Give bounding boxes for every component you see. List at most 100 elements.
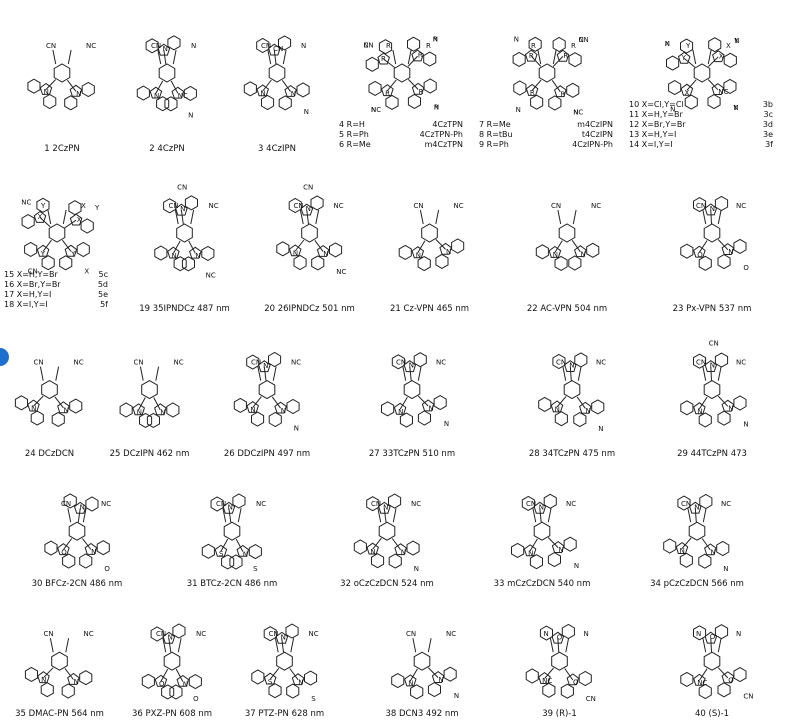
pyrrole-ring [693, 673, 706, 686]
scroll-indicator[interactable] [0, 348, 9, 366]
benzo-ring [714, 624, 729, 640]
atom-label: N [154, 92, 159, 100]
atom-label: CN [696, 359, 706, 367]
atom-label: NC [74, 359, 84, 367]
pyrrole-ring [439, 242, 452, 255]
benzo-ring [229, 554, 243, 570]
atom-label: CN [261, 42, 271, 50]
benzo-ring [69, 398, 83, 414]
pyrrole-ring [554, 85, 567, 98]
benzo-ring [381, 401, 395, 417]
compound-caption: 34 pCzCzDCN 566 nm [650, 579, 744, 589]
atom-label: N [44, 88, 49, 96]
benzo-ring [693, 197, 707, 213]
bond [64, 219, 77, 229]
benzo-ring [554, 411, 568, 427]
benzo-ring [542, 682, 556, 698]
bond [529, 538, 538, 552]
benzo-ring [166, 402, 180, 418]
compound-caption: 28 34TCzPN 475 nm [528, 449, 616, 459]
central-ring [538, 63, 556, 83]
benzo-ring [278, 35, 292, 51]
atom-label: CN [526, 500, 536, 508]
bond [708, 56, 719, 67]
benzo-ring [406, 540, 420, 556]
benzo-ring [139, 412, 153, 428]
cyano-bond [427, 638, 432, 653]
benzo-ring [251, 669, 265, 685]
benzo-ring [81, 81, 95, 98]
pyrrole-ring [67, 672, 80, 685]
benzo-ring [79, 553, 93, 569]
bond [391, 538, 402, 551]
pyrrole-ring [57, 543, 70, 556]
cyano-bond [62, 209, 67, 225]
benzo-ring [591, 399, 605, 415]
benzo-ring [568, 52, 582, 68]
benzo-ring [14, 395, 28, 411]
cyano-bond [537, 49, 542, 65]
benzo-ring [723, 78, 737, 94]
atom-label: S [253, 565, 258, 573]
compound-caption: 38 DCN3 492 nm [385, 709, 459, 719]
benzo-ring [521, 495, 535, 511]
atom-label: R [419, 88, 424, 96]
benzo-ring [512, 51, 526, 67]
atom-label: Y [40, 202, 46, 210]
pyrrole-ring [680, 83, 694, 96]
benzo-ring [366, 496, 380, 512]
pyrrole-ring [574, 245, 587, 258]
benzo-ring [530, 94, 544, 110]
bond [544, 667, 554, 679]
benzo-ring [293, 254, 307, 271]
cyano-bond [692, 49, 697, 65]
key-definition: 18 X=I,Y=I [4, 300, 48, 309]
pyrrole-ring [246, 400, 259, 413]
atom-label: CN [586, 695, 596, 703]
key-alias: 3f [765, 140, 773, 149]
benzo-ring [263, 626, 277, 642]
bond [64, 668, 74, 680]
key-definition: 13 X=H,Y=I [629, 130, 677, 139]
bond [383, 508, 387, 523]
atom-label: R [561, 90, 566, 98]
compound-caption: 22 AC-VPN 504 nm [526, 304, 608, 314]
benzo-ring [684, 94, 698, 110]
central-ring [403, 380, 421, 400]
benzo-ring [417, 410, 431, 426]
benzo-ring [552, 353, 566, 370]
benzo-ring [311, 255, 325, 271]
atom-label: N [195, 252, 200, 260]
benzo-ring [296, 82, 310, 98]
benzo-ring [248, 544, 262, 560]
cyano-bond [577, 366, 582, 381]
pyrrole-ring [132, 403, 145, 416]
atom-label: CN [696, 202, 706, 210]
atom-label: N [728, 248, 733, 256]
bond [82, 538, 92, 550]
benzo-ring [698, 553, 712, 569]
atom-label: NC [436, 359, 446, 367]
key-alias: 4CzTPN-Ph [419, 130, 463, 139]
pyrrole-ring [721, 399, 735, 412]
atom-label: CN [406, 630, 416, 638]
benzo-ring [391, 354, 405, 370]
pyrrole-ring [693, 402, 706, 415]
bond [717, 667, 729, 679]
pyrrole-ring [566, 673, 580, 686]
atom-label: R [563, 52, 568, 60]
atom-label: CN [681, 500, 691, 508]
benzo-ring [423, 51, 437, 67]
benzo-ring [68, 200, 82, 216]
atom-label: N [723, 565, 728, 573]
atom-label: X [719, 52, 724, 60]
atom-label: N [728, 405, 733, 413]
